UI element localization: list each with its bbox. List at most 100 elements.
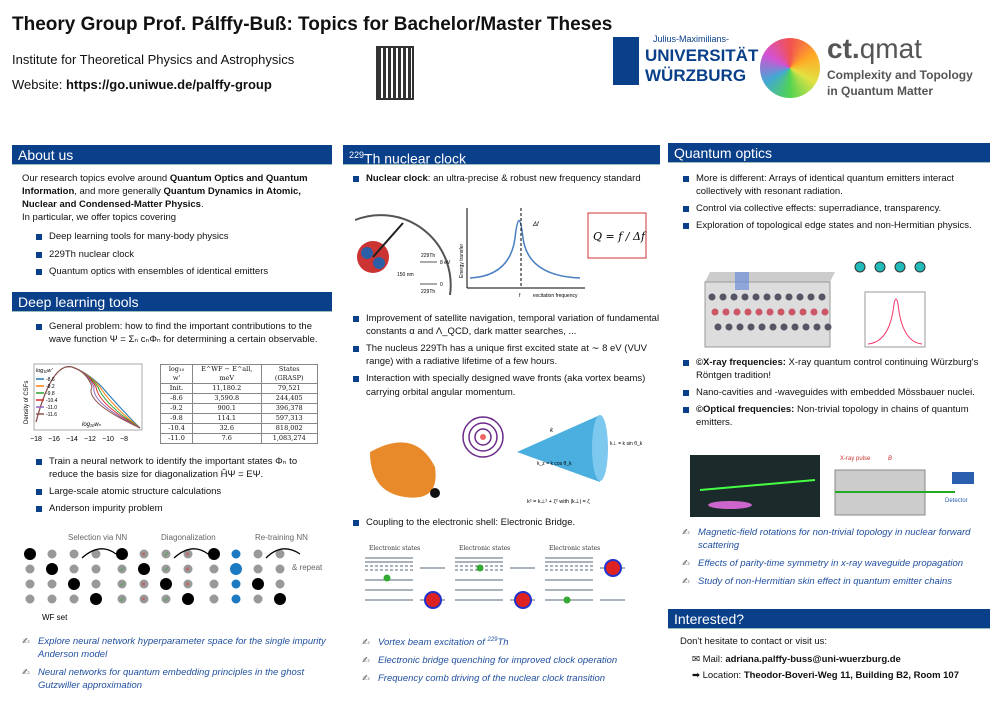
check-icon: ✓ xyxy=(120,597,126,604)
list-item: Control via collective effects: superrad… xyxy=(682,202,988,215)
basis-state-dot xyxy=(209,594,219,604)
list-item: Quantum optics with ensembles of identic… xyxy=(35,265,327,278)
basis-state-dot xyxy=(47,594,57,604)
density-curve xyxy=(35,366,141,429)
basis-state-dot xyxy=(182,593,194,605)
emitter-atom xyxy=(714,323,722,331)
electron-dot xyxy=(383,574,391,582)
list-item: Nuclear clock: an ultra-precise & robust… xyxy=(352,172,660,185)
ground-energy-label: 0 xyxy=(440,282,443,288)
basis-state-dot xyxy=(161,594,171,604)
legend-label: -11.6 xyxy=(46,412,57,418)
table-cell: Init. xyxy=(160,382,193,394)
kperp-label: k⊥ = k sin θ_k xyxy=(610,441,643,447)
legend-label: -8.6 xyxy=(46,377,55,383)
basis-state-dot xyxy=(24,548,36,560)
ctqmat-name: ct.qmat xyxy=(827,33,922,64)
basis-state-dot xyxy=(231,594,241,604)
table-cell: 32.6 xyxy=(192,422,262,434)
emitter-atom xyxy=(725,323,733,331)
basis-state-dot xyxy=(47,549,57,559)
electron-dot xyxy=(563,596,571,604)
website-label: Website: xyxy=(12,77,63,92)
list-item: Coupling to the electronic shell: Electr… xyxy=(352,516,660,529)
topic-link[interactable]: ✍Effects of parity-time symmetry in x-ra… xyxy=(682,558,964,570)
list-item: Improvement of satellite navigation, tem… xyxy=(352,312,660,338)
table-cell: 114.1 xyxy=(192,412,262,424)
website-link[interactable]: https://go.uniwue.de/palffy-group xyxy=(65,77,272,92)
emitter-atom xyxy=(752,293,760,301)
list-item: ©X-ray frequencies: X-ray quantum contro… xyxy=(682,356,988,382)
basis-state-dot xyxy=(68,578,80,590)
legend-label: -11.0 xyxy=(46,405,57,411)
frequency-f-label: f xyxy=(519,293,521,299)
location-line: ➡ Location: Theodor-Boveri-Weg 11, Build… xyxy=(692,670,960,682)
arrow-icon: ➡ xyxy=(692,670,703,682)
table-cell: 7.6 xyxy=(192,432,262,444)
pen-icon: ✍ xyxy=(362,655,370,666)
emitter-atom xyxy=(791,323,799,331)
topic-link[interactable]: ✍Frequency comb driving of the nuclear c… xyxy=(362,673,606,685)
xray-pulse-label: X-ray pulse xyxy=(840,456,871,462)
basis-state-dot xyxy=(139,549,149,559)
table-cell: 244,405 xyxy=(260,392,318,404)
x-tick-label: −10 xyxy=(102,436,114,443)
mail-link[interactable]: adriana.palffy-buss@uni-wuerzburg.de xyxy=(725,654,901,666)
xray-waveguide-figure: X-ray pulse B Detector xyxy=(690,455,974,517)
topic-link[interactable]: ✍Study of non-Hermitian skin effect in q… xyxy=(682,576,952,588)
basis-state-dot xyxy=(25,564,35,574)
electronic-states-label: Electronic states xyxy=(369,545,420,552)
basis-state-dot xyxy=(25,579,35,589)
nuclear-clock-figure: 229Th 8 eV 150 nm 0 229Th Energy transfe… xyxy=(354,208,647,299)
basis-state-dot xyxy=(160,578,172,590)
cross-icon: × xyxy=(142,582,146,589)
th-excited-label: 229Th xyxy=(421,253,435,259)
contact-heading: Interested? xyxy=(668,609,990,629)
table-cell: -8.6 xyxy=(160,392,193,404)
list-item: The nucleus 229Th has a unique first exc… xyxy=(352,342,660,368)
emitter-atom xyxy=(774,293,782,301)
basis-state-dot xyxy=(46,563,58,575)
emitter-atom xyxy=(741,293,749,301)
topic-link[interactable]: ✍Explore neural network hyperparameter s… xyxy=(22,636,326,661)
list-item: Nano-cavities and -waveguides with embed… xyxy=(682,386,988,399)
emitter-atom xyxy=(730,293,738,301)
step-diagonalization-label: Diagonalization xyxy=(161,533,216,542)
uni-logo-line1: UNIVERSITÄT xyxy=(645,46,759,65)
nucleus-icon xyxy=(424,591,442,609)
vortex-equation: k² = k⊥² + ζ² with |k⊥| = ζ xyxy=(527,499,590,505)
table-cell: 11,180.2 xyxy=(192,382,262,394)
energy-label: 8 eV xyxy=(440,260,451,266)
list-item: Anderson impurity problem xyxy=(35,502,327,515)
basis-state-dot xyxy=(138,563,150,575)
page-title: Theory Group Prof. Pálffy-Buß: Topics fo… xyxy=(12,14,613,35)
legend-title: log₁₀w' xyxy=(36,368,53,374)
topic-link[interactable]: ✍Electronic bridge quenching for improve… xyxy=(362,655,618,667)
mail-icon: ✉ xyxy=(692,654,703,666)
about-heading: About us xyxy=(12,145,332,165)
electron-dot xyxy=(476,564,484,572)
q-factor-formula: Q = f / Δf xyxy=(593,230,647,243)
topic-link[interactable]: ✍Neural networks for quantum embedding p… xyxy=(22,667,305,692)
uni-logo-line2: WÜRZBURG xyxy=(645,66,747,85)
emitter-atom xyxy=(769,323,777,331)
mail-line: ✉ Mail: adriana.palffy-buss@uni-wuerzbur… xyxy=(692,654,901,666)
table-cell: 79,521 xyxy=(260,382,318,394)
basis-state-dot xyxy=(253,594,263,604)
basis-state-dot xyxy=(69,594,79,604)
linewidth-label: Δf xyxy=(532,222,540,228)
legend-label: -9.2 xyxy=(46,384,55,390)
topic-link[interactable]: ✍Vortex beam excitation of 229Th xyxy=(362,637,509,649)
ctqmat-tagline-1: Complexity and Topology xyxy=(827,68,973,82)
basis-state-dot xyxy=(25,594,35,604)
kz-label: k_z = k cos θ_k xyxy=(537,461,572,467)
institute: Institute for Theoretical Physics and As… xyxy=(12,52,295,67)
basis-state-dot xyxy=(252,578,264,590)
nucleus-icon xyxy=(514,591,532,609)
basis-state-dot xyxy=(231,579,241,589)
ctqmat-tagline-2: in Quantum Matter xyxy=(827,84,934,98)
check-icon: ✓ xyxy=(164,597,170,604)
contact-intro: Don't hesitate to contact or visit us: xyxy=(680,636,828,647)
topic-link[interactable]: ✍Magnetic-field rotations for non-trivia… xyxy=(682,527,971,552)
